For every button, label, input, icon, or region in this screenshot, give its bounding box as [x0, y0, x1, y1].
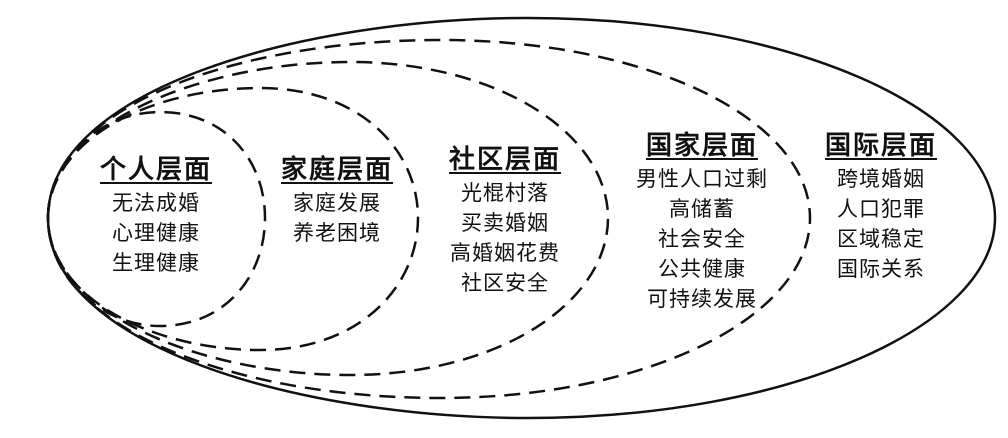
level-title-community: 社区层面: [448, 145, 561, 175]
level-family: 家庭层面 家庭发展 养老困境: [262, 152, 412, 248]
level-item: 跨境婚姻: [837, 167, 925, 191]
level-item: 无法成婚: [112, 191, 200, 215]
level-item: 区域稳定: [837, 227, 925, 251]
level-item: 男性人口过剩: [636, 167, 768, 191]
level-item: 高婚姻花费: [450, 241, 560, 265]
level-title-family: 家庭层面: [280, 155, 393, 185]
ellipse-community: [46, 60, 610, 377]
level-item: 社区安全: [461, 271, 549, 295]
level-items-community: 光棍村落 买卖婚姻 高婚姻花费 社区安全: [425, 178, 585, 298]
level-community: 社区层面 光棍村落 买卖婚姻 高婚姻花费 社区安全: [425, 142, 585, 298]
ellipse-personal: [46, 110, 267, 328]
level-personal: 个人层面 无法成婚 心理健康 生理健康: [76, 152, 236, 278]
level-item: 国际关系: [837, 257, 925, 281]
level-items-personal: 无法成婚 心理健康 生理健康: [76, 188, 236, 278]
level-international: 国际层面 跨境婚姻 人口犯罪 区域稳定 国际关系: [806, 128, 956, 284]
level-item: 生理健康: [112, 251, 200, 275]
level-item: 高储蓄: [669, 197, 735, 221]
level-item: 家庭发展: [293, 191, 381, 215]
level-title-international: 国际层面: [824, 131, 937, 161]
level-title-personal: 个人层面: [99, 155, 212, 185]
level-item: 光棍村落: [461, 181, 549, 205]
level-title-national: 国家层面: [645, 131, 758, 161]
level-item: 社会安全: [658, 227, 746, 251]
level-item: 养老困境: [293, 221, 381, 245]
level-item: 买卖婚姻: [461, 211, 549, 235]
ellipse-family: [46, 86, 420, 352]
level-item: 公共健康: [658, 257, 746, 281]
level-national: 国家层面 男性人口过剩 高储蓄 社会安全 公共健康 可持续发展: [612, 128, 792, 314]
level-item: 可持续发展: [647, 287, 757, 311]
level-items-international: 跨境婚姻 人口犯罪 区域稳定 国际关系: [806, 164, 956, 284]
ellipse-national: [46, 38, 812, 400]
level-items-family: 家庭发展 养老困境: [262, 188, 412, 248]
level-items-national: 男性人口过剩 高储蓄 社会安全 公共健康 可持续发展: [612, 164, 792, 314]
level-item: 心理健康: [112, 221, 200, 245]
level-item: 人口犯罪: [837, 197, 925, 221]
ellipse-international: [46, 16, 997, 420]
